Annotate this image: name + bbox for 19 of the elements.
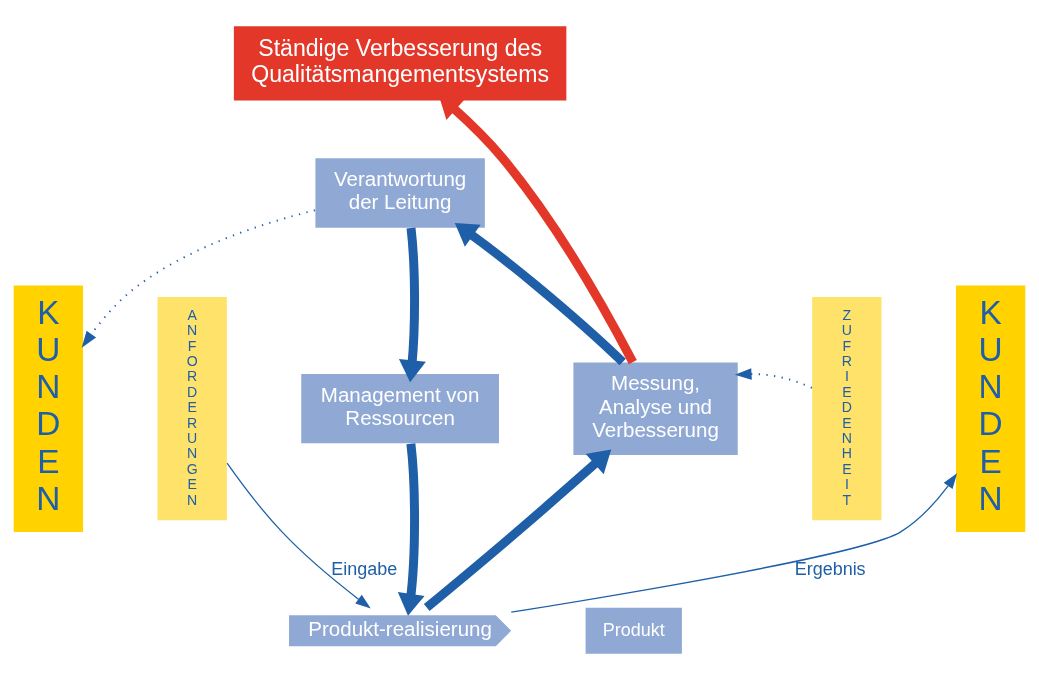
node-box: Ständige Verbesserung des Qualitätsmangementsystems <box>233 26 567 101</box>
node-box: Verantwortung der Leitung <box>315 158 485 228</box>
node-box: Produkt <box>585 607 682 654</box>
node-box: Management von Ressourcen <box>301 374 499 444</box>
node-box: Messung, Analyse und Verbesserung <box>573 362 738 455</box>
edge-label: Eingabe <box>331 558 398 579</box>
arrow <box>398 227 426 383</box>
arrow <box>226 462 371 609</box>
arrow <box>397 443 425 616</box>
node-box: KUNDEN <box>13 285 84 532</box>
arrow <box>454 222 626 366</box>
node-box: ZUFRIEDENHEIT <box>812 297 882 521</box>
arrow <box>734 368 813 389</box>
arrow <box>510 473 958 613</box>
arrow <box>81 209 316 348</box>
arrow <box>423 449 612 612</box>
node-box: ANFORDERUNGEN <box>157 297 227 521</box>
edge-label: Ergebnis <box>794 558 866 579</box>
node-box: KUNDEN <box>955 285 1026 532</box>
